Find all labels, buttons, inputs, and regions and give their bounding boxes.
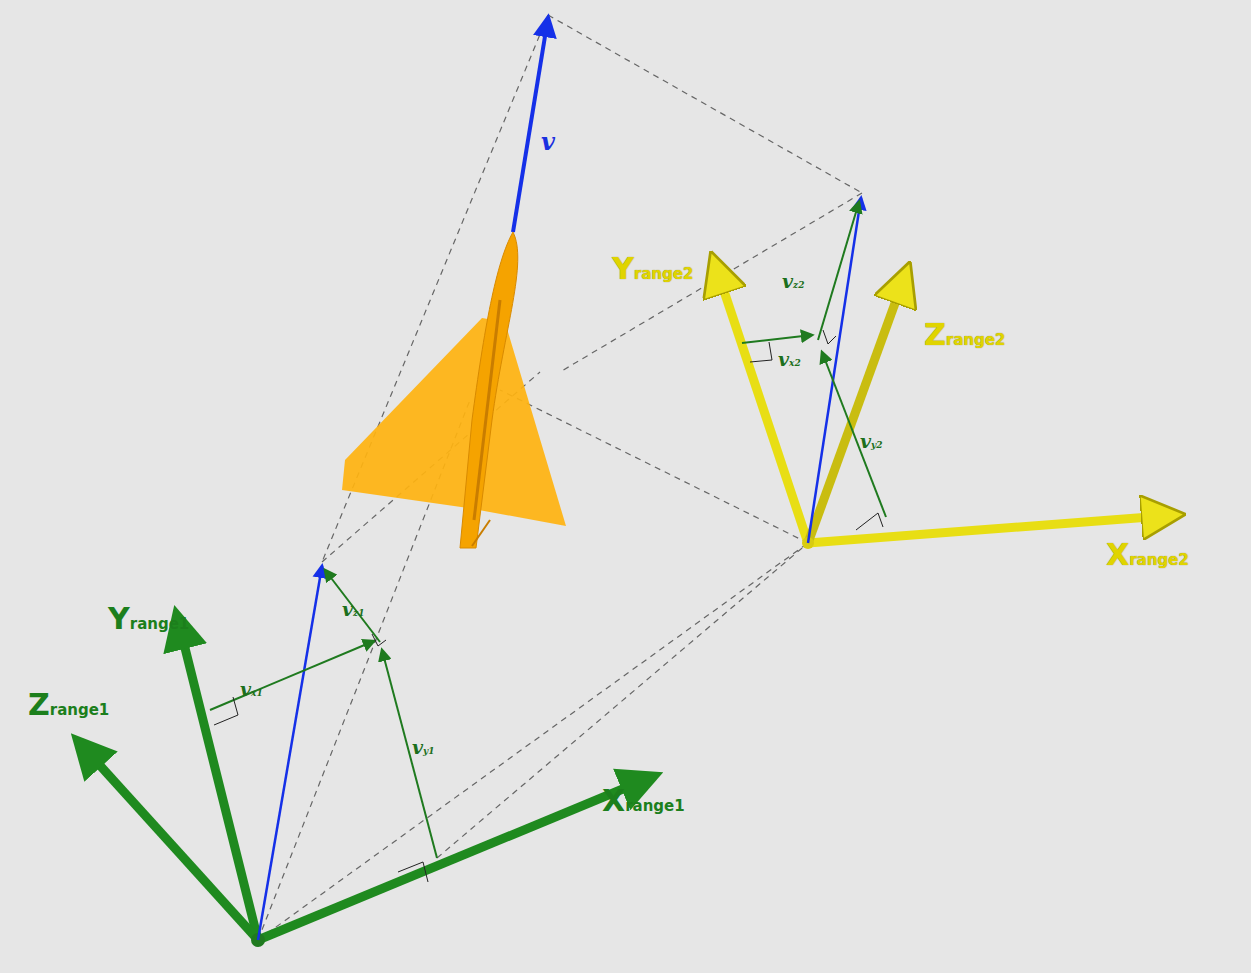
axis-label: Zrange2 [924,320,1005,350]
component-label: vx2 [778,350,801,369]
velocity-label: v [541,130,555,154]
axis-label: Xrange2 [1106,540,1189,570]
axis-label: Zrange1 [28,690,109,720]
axis-label: Yrange2 [612,254,693,284]
component-label: vx1 [240,680,263,699]
velocity-vector [513,18,548,232]
component-label: vz2 [782,272,804,291]
component-label: vy1 [412,738,435,757]
component-label: vz1 [342,600,364,619]
axis-label: Xrange1 [602,786,685,816]
component-label: vy2 [860,432,883,451]
range2-frame [722,198,1150,549]
range1-frame [95,566,630,947]
construction-lines [258,15,862,940]
axis-label: Yrange1 [108,604,189,634]
aircraft [342,232,566,548]
